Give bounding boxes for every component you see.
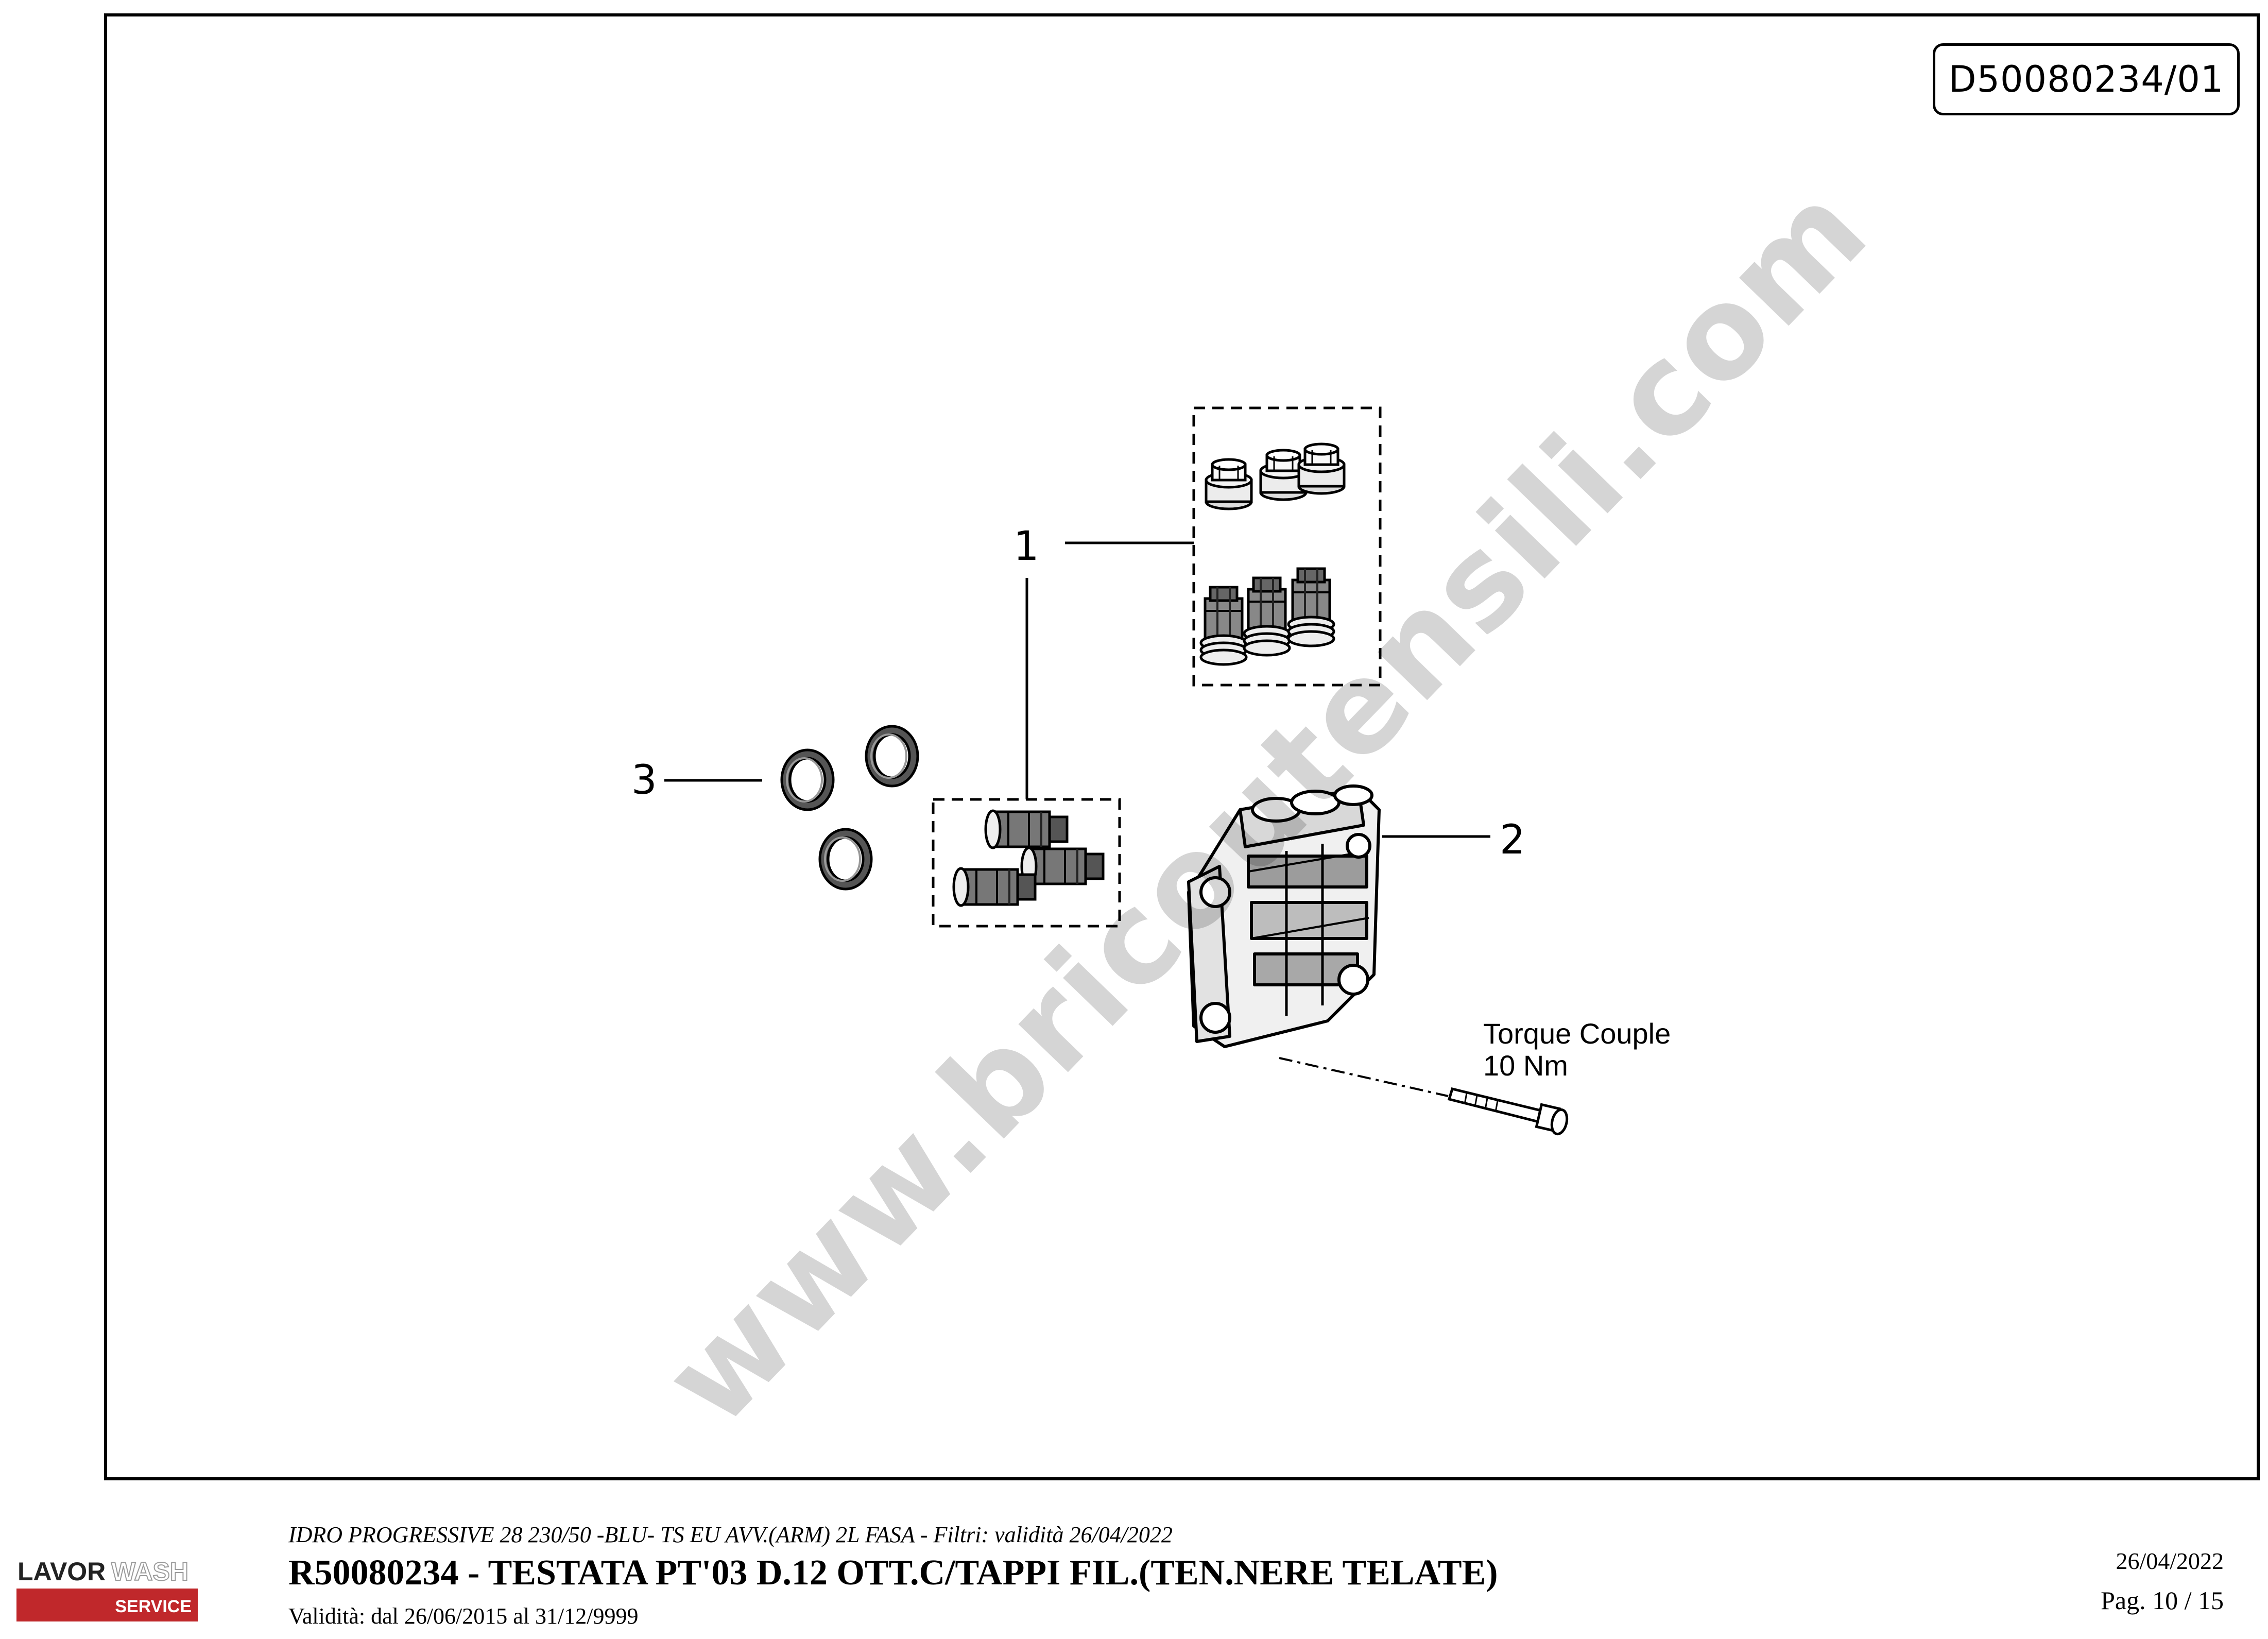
seal-ring: [820, 829, 871, 889]
filter-cap: [1206, 459, 1251, 509]
logo-service: SERVICE: [115, 1597, 192, 1616]
lavorwash-service-logo: LAVOR WASH SERVICE: [16, 1557, 198, 1621]
filter-cap: [1299, 444, 1344, 493]
torque-label-line-2: 10 Nm: [1483, 1049, 1568, 1082]
diagram-code-label: D50080234/01: [1933, 43, 2240, 115]
exploded-view-drawing: [664, 406, 1569, 1136]
torque-label: Torque Couple 10 Nm: [1483, 1018, 1671, 1082]
seal-ring: [866, 726, 918, 786]
seal-ring: [782, 750, 833, 810]
torque-label-line-1: Torque Couple: [1483, 1017, 1671, 1050]
footer-model: IDRO PROGRESSIVE 28 230/50 -BLU- TS EU A…: [288, 1522, 1173, 1547]
valve: [1244, 578, 1290, 655]
screw: [1447, 1087, 1569, 1136]
valve: [1201, 587, 1246, 664]
valve-horizontal: [954, 868, 1035, 906]
kit-box-upper: [1192, 406, 1382, 687]
valve: [1288, 569, 1334, 646]
diagram-frame: D50080234/01 1 2 3 Torque Couple 10 Nm w…: [104, 13, 2260, 1480]
pump-head: [1187, 784, 1381, 1048]
footer-validity: Validità: dal 26/06/2015 al 31/12/9999: [288, 1603, 639, 1629]
screw-axis: [1279, 1057, 1449, 1097]
page-footer: LAVOR WASH SERVICE IDRO PROGRESSIVE 28 2…: [0, 1480, 2268, 1639]
callout-3: 3: [631, 757, 657, 804]
callout-2: 2: [1500, 817, 1525, 863]
logo-word-1: LAVOR: [18, 1557, 106, 1586]
callout-1: 1: [1013, 523, 1039, 570]
footer-title: R50080234 - TESTATA PT'03 D.12 OTT.C/TAP…: [288, 1553, 1498, 1593]
footer-page-number: Pag. 10 / 15: [2101, 1586, 2224, 1615]
valve-horizontal: [986, 811, 1067, 848]
logo-word-2: WASH: [111, 1557, 188, 1586]
footer-date: 26/04/2022: [2116, 1548, 2224, 1574]
